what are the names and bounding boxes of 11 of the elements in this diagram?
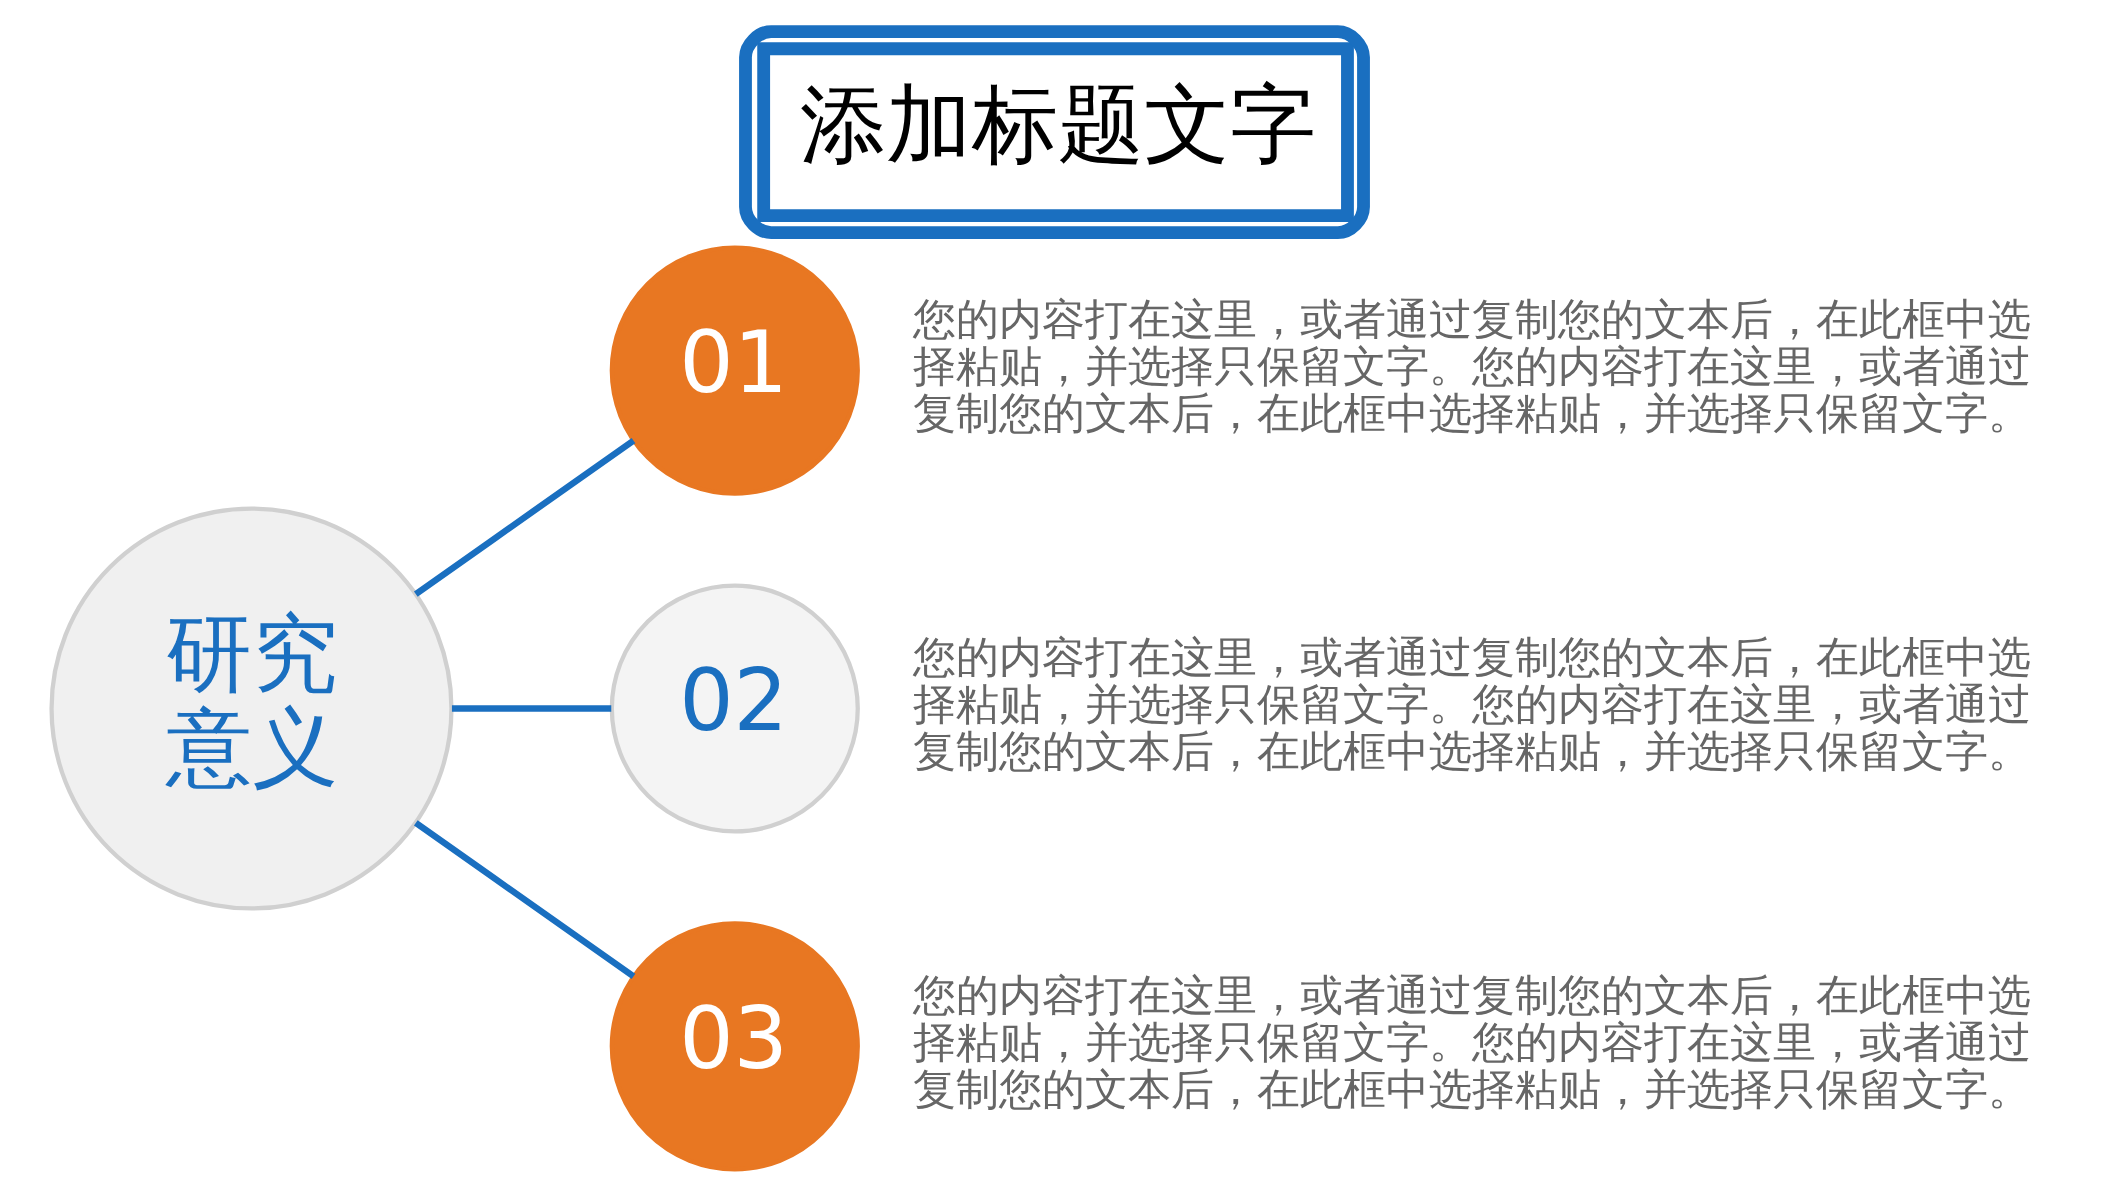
- node-label: 您的内容打在这里，或者通过复制您的文本后，在此框中选择粘贴，并选择只保留文字。您的内容打在这里，或者通过复制您的文本后，在此框中选择粘贴，并选择只保留文字。: [913, 632, 2032, 777]
- node-circle: 01: [609, 245, 860, 496]
- connector: [451, 705, 612, 712]
- node-circle: 02: [609, 583, 860, 834]
- connector: [413, 437, 636, 597]
- diagram-title: 添加标题文字: [800, 74, 1317, 174]
- node-label: 您的内容打在这里，或者通过复制您的文本后，在此框中选择粘贴，并选择只保留文字。您的内容打在这里，或者通过复制您的文本后，在此框中选择粘贴，并选择只保留文字。: [913, 970, 2032, 1115]
- node-circle: 03: [609, 921, 860, 1172]
- node-label: 您的内容打在这里，或者通过复制您的文本后，在此框中选择粘贴，并选择只保留文字。您的内容打在这里，或者通过复制您的文本后，在此框中选择粘贴，并选择只保留文字。: [913, 294, 2032, 439]
- connector: [413, 820, 636, 980]
- node-circle: 研究意义: [49, 506, 454, 911]
